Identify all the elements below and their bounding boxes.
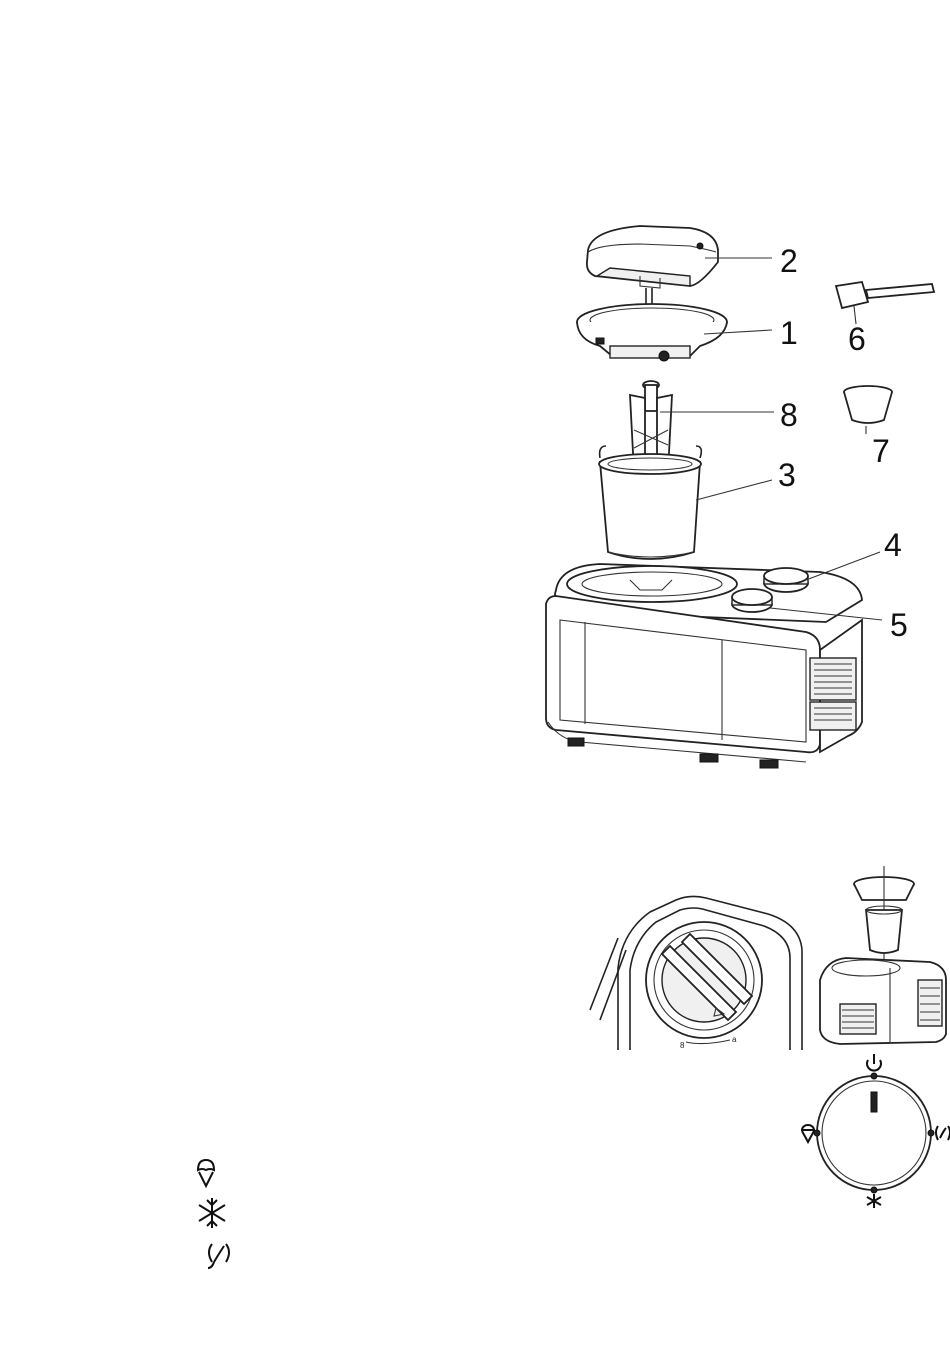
part-spatula xyxy=(836,282,934,324)
legend-mixing-icon xyxy=(208,1244,229,1268)
label-part-3: 3 xyxy=(778,457,796,493)
detail-assembly xyxy=(820,866,946,1044)
part-measuring-cup xyxy=(844,386,892,434)
snowflake-icon xyxy=(867,1194,881,1208)
legend-ice-cream-icon xyxy=(198,1160,214,1186)
label-part-7: 7 xyxy=(872,433,890,469)
legend-snowflake-icon xyxy=(199,1198,225,1228)
label-part-5: 5 xyxy=(890,607,908,643)
mixing-icon xyxy=(936,1126,950,1140)
label-part-4: 4 xyxy=(884,527,902,563)
power-icon xyxy=(867,1054,881,1071)
machine-base xyxy=(546,564,862,768)
label-part-8: 8 xyxy=(780,397,798,433)
part-bowl xyxy=(599,446,701,559)
legend-icons xyxy=(198,1160,229,1268)
svg-text:8: 8 xyxy=(680,1041,685,1050)
label-part-2: 2 xyxy=(780,243,798,279)
svg-text:a: a xyxy=(732,1035,737,1044)
dial-pointer-mark xyxy=(871,1092,877,1112)
control-dial xyxy=(802,1054,950,1208)
label-part-6: 6 xyxy=(848,321,866,357)
ice-cream-icon xyxy=(802,1125,814,1142)
label-part-1: 1 xyxy=(780,315,798,351)
detail-lid-closeup: 8 a xyxy=(590,896,802,1050)
part-bowl-cover xyxy=(577,304,727,361)
side-vent xyxy=(810,658,856,730)
